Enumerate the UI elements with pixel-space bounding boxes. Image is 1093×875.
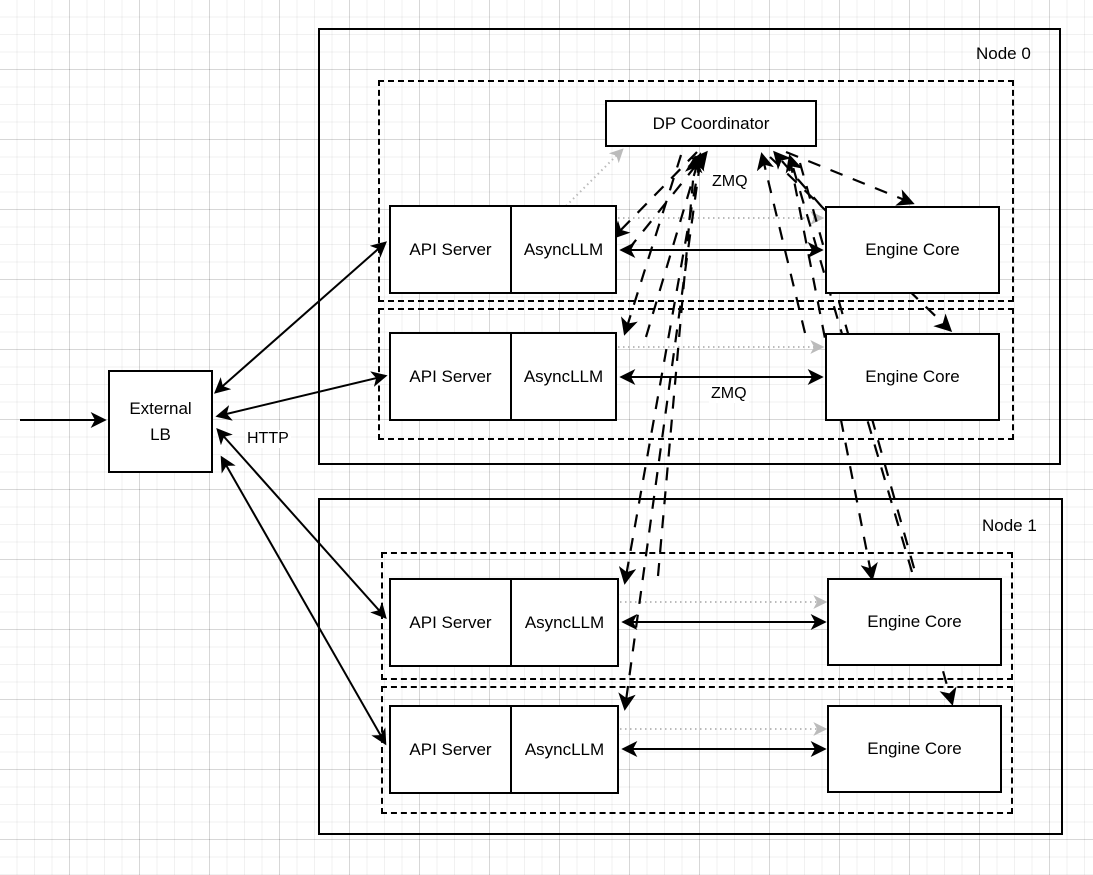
- node-1-rank-1-engine-core-label: Engine Core: [867, 739, 962, 759]
- external-lb-box[interactable]: External LB: [108, 370, 213, 473]
- node-0-rank-1-asyncllm-label: AsyncLLM: [523, 366, 604, 386]
- node-0-rank-1-engine-core-box[interactable]: Engine Core: [825, 333, 1000, 421]
- node-1-title: Node 1: [982, 516, 1037, 535]
- node-0-rank-0-api-server-label: API Server: [391, 207, 512, 292]
- node-0-rank-0-group: [378, 80, 1014, 302]
- node-1-rank-0-api-server-label: API Server: [391, 580, 512, 665]
- dp-coordinator-label: DP Coordinator: [652, 113, 770, 133]
- node-1-rank-0-group: [381, 552, 1013, 680]
- dp-coordinator-box[interactable]: DP Coordinator: [605, 100, 817, 147]
- node-0-rank-1-api-server-label: API Server: [391, 334, 512, 419]
- node-0-title: Node 0: [976, 44, 1031, 63]
- node-0-rank-0-engine-core-label: Engine Core: [865, 240, 960, 260]
- node-1-rank-0-asyncllm-label: AsyncLLM: [524, 612, 605, 632]
- node-1-rank-1-asyncllm-label: AsyncLLM: [524, 739, 605, 759]
- zmq-mid-edge-label: ZMQ: [709, 385, 749, 403]
- node-1-rank-0-engine-core-box[interactable]: Engine Core: [827, 578, 1002, 666]
- node-1-rank-1-group: [381, 686, 1013, 814]
- node-1-rank-0-engine-core-label: Engine Core: [867, 612, 962, 632]
- node-1-rank-1-engine-core-box[interactable]: Engine Core: [827, 705, 1002, 793]
- node-1-rank-0-api-server-box[interactable]: API Server AsyncLLM: [389, 578, 619, 667]
- external-lb-label: External LB: [129, 399, 192, 444]
- node-0-rank-0-api-server-box[interactable]: API Server AsyncLLM: [389, 205, 617, 294]
- node-0-rank-1-group: [378, 308, 1014, 440]
- http-edge-label: HTTP: [245, 430, 291, 448]
- node-0-rank-0-asyncllm-label: AsyncLLM: [523, 239, 604, 259]
- node-0-rank-1-engine-core-label: Engine Core: [865, 367, 960, 387]
- node-1-rank-1-api-server-box[interactable]: API Server AsyncLLM: [389, 705, 619, 794]
- node-1-rank-1-api-server-label: API Server: [391, 707, 512, 792]
- node-0-rank-1-api-server-box[interactable]: API Server AsyncLLM: [389, 332, 617, 421]
- zmq-top-edge-label: ZMQ: [710, 173, 750, 191]
- node-1-container: [318, 498, 1063, 835]
- node-0-rank-0-engine-core-box[interactable]: Engine Core: [825, 206, 1000, 294]
- node-0-container: [318, 28, 1061, 465]
